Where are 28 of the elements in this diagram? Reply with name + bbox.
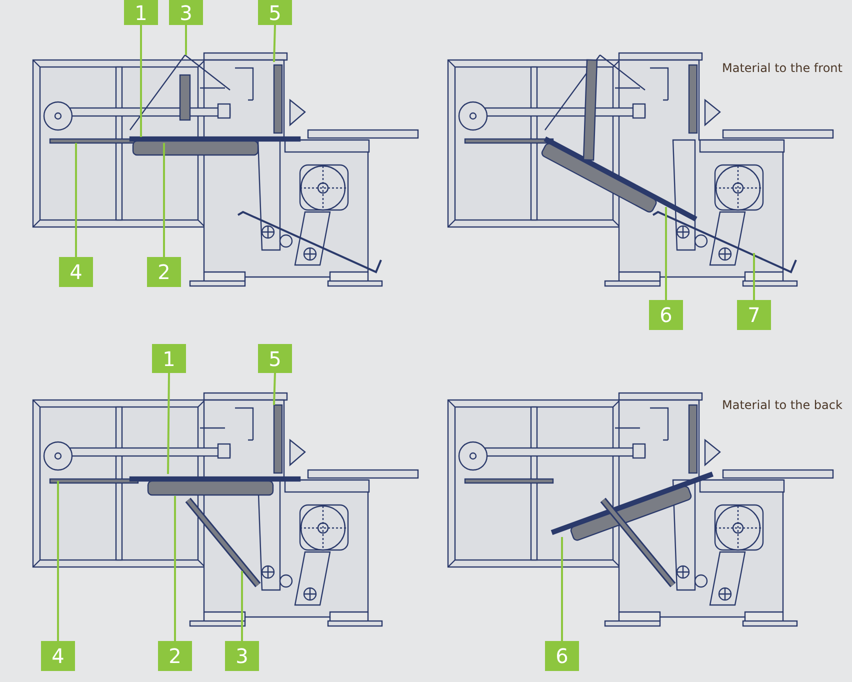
leader-line	[75, 143, 77, 257]
view-caption: Material to the front	[722, 61, 842, 75]
leader-line	[273, 24, 276, 62]
leader-line	[185, 25, 187, 55]
callout-number: 5	[258, 344, 292, 373]
leader-line	[163, 143, 165, 257]
leader-line	[57, 481, 59, 641]
callout-number: 7	[737, 300, 771, 330]
leader-line	[561, 537, 563, 641]
leader-line	[174, 496, 176, 641]
view-caption: Material to the back	[722, 398, 842, 412]
leader-line	[167, 372, 170, 474]
callout-number: 1	[124, 0, 158, 25]
callout-number: 6	[649, 300, 683, 330]
callout-number: 6	[545, 641, 579, 671]
callout-number: 4	[59, 257, 93, 287]
callout-number: 3	[169, 0, 203, 25]
leader-line	[665, 207, 667, 300]
leader-line	[140, 25, 142, 137]
leader-line	[241, 571, 243, 641]
callout-number: 4	[41, 641, 75, 671]
callout-number: 5	[258, 0, 292, 25]
callout-number: 2	[147, 257, 181, 287]
callout-number: 1	[152, 344, 186, 373]
leader-line	[753, 253, 755, 300]
callout-number: 3	[225, 641, 259, 671]
leader-line	[273, 372, 276, 406]
callout-number: 2	[158, 641, 192, 671]
